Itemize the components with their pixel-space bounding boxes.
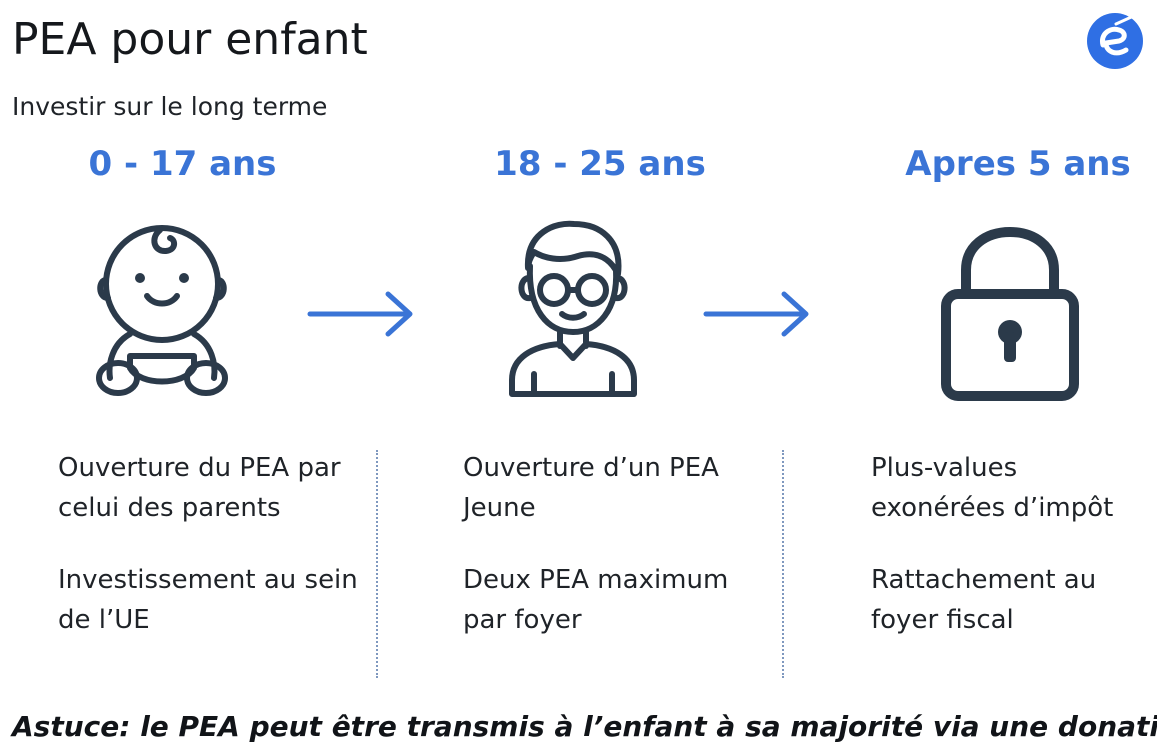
arrow-right-icon	[307, 291, 413, 337]
stage-2-item-1: Ouverture d’un PEA Jeune	[463, 453, 719, 523]
stage-2-details: Ouverture d’un PEA Jeune Deux PEA maximu…	[463, 448, 763, 672]
page-subtitle: Investir sur le long terme	[12, 92, 328, 121]
tip-text: Astuce: le PEA peut être transmis à l’en…	[12, 710, 1157, 743]
arrow-right-icon	[703, 291, 809, 337]
stage-3-details: Plus-values exonérées d’impôt Rattacheme…	[871, 448, 1151, 672]
stage-1-item-1: Ouverture du PEA par celui des parents	[58, 453, 341, 523]
e-logo-icon	[1087, 12, 1143, 69]
stage-heading-1: 0 - 17 ans	[88, 144, 277, 184]
young-person-glasses-icon	[509, 220, 637, 397]
stage-3-item-2: Rattachement au foyer fiscal	[871, 565, 1097, 635]
stage-1-item-2: Investissement au sein de l’UE	[58, 565, 358, 635]
padlock-icon	[941, 227, 1079, 401]
stage-1-details: Ouverture du PEA par celui des parents I…	[58, 448, 358, 672]
stage-3-item-1: Plus-values exonérées d’impôt	[871, 453, 1114, 523]
stage-heading-2: 18 - 25 ans	[494, 144, 706, 184]
page-title: PEA pour enfant	[12, 14, 368, 65]
column-divider	[782, 450, 784, 678]
stage-2-item-2: Deux PEA maximum par foyer	[463, 565, 729, 635]
column-divider	[376, 450, 378, 678]
stage-heading-3: Apres 5 ans	[905, 144, 1131, 184]
baby-icon	[96, 225, 228, 396]
